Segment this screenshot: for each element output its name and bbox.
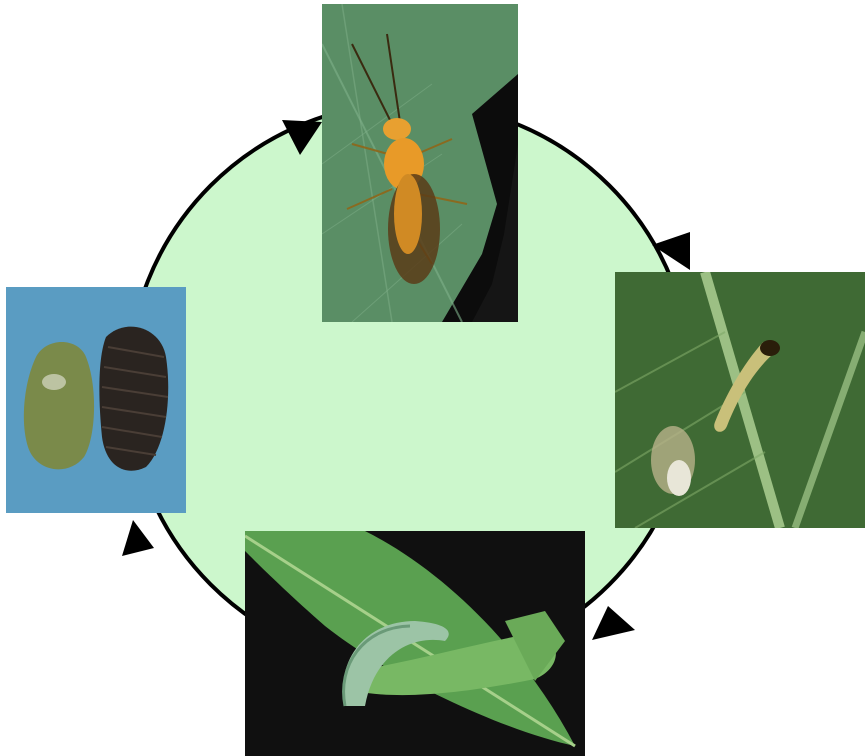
arrow-eggs-to-larva bbox=[592, 606, 635, 640]
adult-sawfly-photo bbox=[322, 4, 518, 322]
cocoon-photo bbox=[6, 287, 186, 513]
arrow-larva-to-cocoon bbox=[122, 520, 154, 556]
larva-on-leaf-photo bbox=[245, 531, 585, 756]
eggs-on-leaf-photo bbox=[615, 272, 865, 528]
